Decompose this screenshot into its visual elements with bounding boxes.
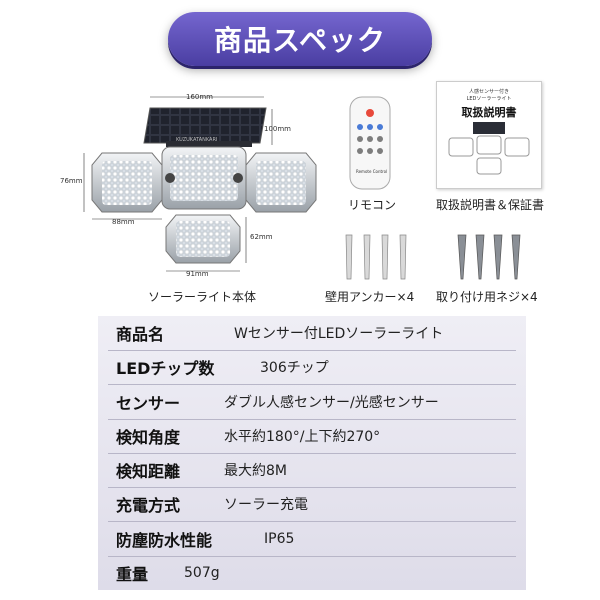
dim-side-width: 88mm: [112, 218, 135, 226]
dim-width-top: 160mm: [186, 93, 213, 101]
manual-heading: 取扱説明書: [461, 106, 517, 119]
spec-value: IP65: [264, 530, 295, 547]
dim-panel-height: 100mm: [264, 125, 291, 133]
dim-bottom-width: 91mm: [186, 270, 209, 278]
spec-key: 検知距離: [116, 462, 181, 482]
manual-line1: 人感センサー付き: [468, 89, 509, 95]
spec-row-name: 商品名 Wセンサー付LEDソーラーライト: [98, 316, 526, 350]
anchors-label: 壁用アンカー×4: [325, 290, 415, 304]
spec-value: 306チップ: [260, 360, 329, 377]
divider: [108, 487, 516, 488]
product-photo-area: 160mm 100mm 76mm 88mm 62mm 91mm KUZUKATA…: [0, 75, 600, 310]
panel-brand: KUZUKATANKARI: [176, 137, 218, 143]
divider: [108, 452, 516, 454]
wall-anchor-icon: [345, 234, 407, 280]
dim-side-height: 76mm: [60, 177, 83, 185]
manual-label: 取扱説明書＆保証書: [436, 198, 545, 212]
spec-row-waterproof: 防塵防水性能 IP65: [98, 522, 526, 556]
spec-row-angle: 検知角度 水平約180°/上下約270°: [98, 419, 526, 453]
spec-key: 充電方式: [116, 496, 181, 516]
screw-icon: [457, 234, 521, 280]
page-title: 商品スペック: [168, 12, 432, 66]
divider: [108, 418, 516, 420]
page-title-text: 商品スペック: [213, 24, 387, 57]
spec-key: 防塵防水性能: [116, 530, 213, 550]
spec-value: 水平約180°/上下約270°: [224, 428, 381, 445]
divider: [108, 350, 516, 351]
spec-value: ダブル人感センサー/光感センサー: [224, 394, 439, 411]
screws-label: 取り付け用ネジ×4: [436, 290, 538, 304]
spec-key: 重量: [116, 564, 149, 584]
divider: [108, 555, 516, 557]
spec-row-weight: 重量 507g: [98, 556, 526, 590]
spec-value: ソーラー充電: [224, 497, 308, 514]
spec-row-charging: 充電方式 ソーラー充電: [98, 487, 526, 521]
divider: [108, 384, 516, 385]
spec-row-led: LEDチップ数 306チップ: [98, 350, 526, 384]
dim-bottom-height: 62mm: [250, 233, 273, 241]
manual-line2: LEDソーラーライト: [466, 96, 512, 102]
spec-row-sensor: センサー ダブル人感センサー/光感センサー: [98, 385, 526, 419]
spec-value: 507g: [184, 564, 220, 581]
spec-value: 最大約8M: [224, 463, 287, 480]
spec-key: 商品名: [116, 325, 165, 345]
spec-key: 検知角度: [116, 427, 181, 447]
remote-control-icon: [349, 96, 391, 190]
manual-light-icon: [448, 122, 530, 175]
divider: [108, 521, 516, 522]
manual-booklet: 人感センサー付き LEDソーラーライト 取扱説明書: [436, 81, 542, 189]
spec-table: 商品名 Wセンサー付LEDソーラーライト LEDチップ数 306チップ センサー…: [98, 316, 526, 590]
solar-light-illustration: [83, 96, 317, 272]
remote-label: リモコン: [348, 198, 397, 212]
spec-value: Wセンサー付LEDソーラーライト: [234, 326, 444, 343]
spec-key: センサー: [116, 393, 181, 413]
spec-row-distance: 検知距離 最大約8M: [98, 453, 526, 487]
remote-text: Remote Control: [356, 169, 388, 174]
spec-key: LEDチップ数: [116, 359, 215, 379]
main-unit-label: ソーラーライト本体: [148, 290, 257, 304]
